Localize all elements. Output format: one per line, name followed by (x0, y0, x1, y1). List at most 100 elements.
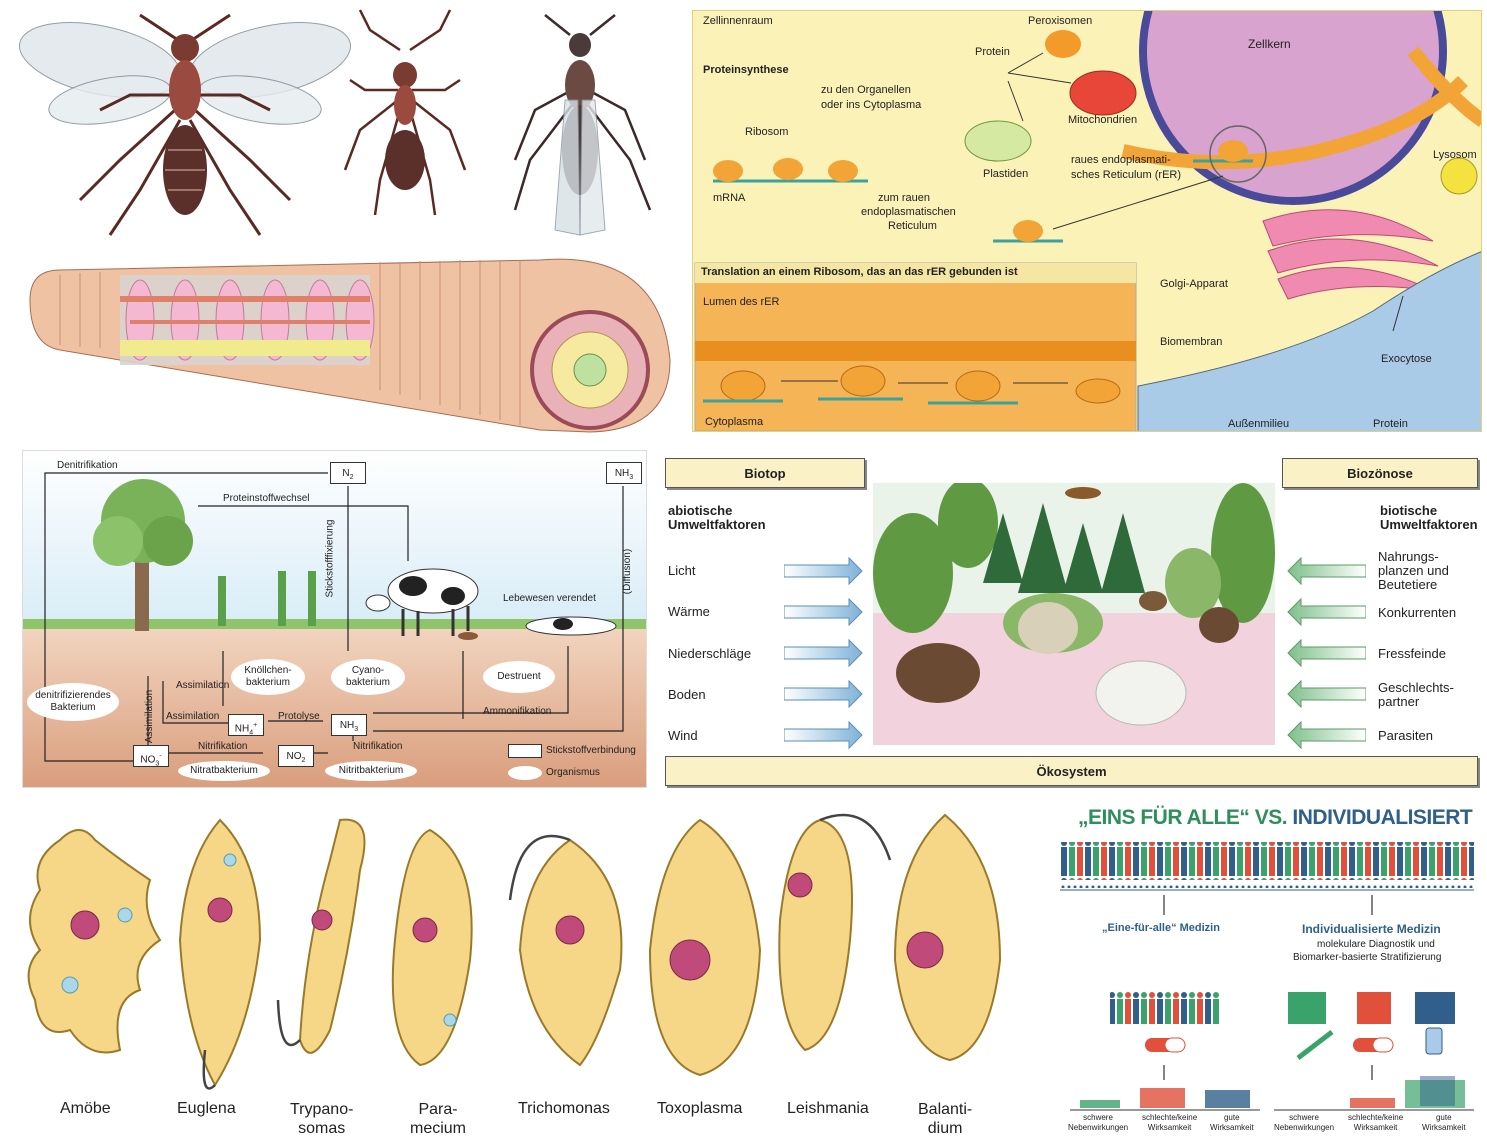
nitrification-label-2: Nitrifikation (353, 741, 403, 752)
food-plants-label-2: planzen und (1378, 563, 1449, 578)
abiotic-arrows (784, 556, 863, 750)
legend-organism-label: Organismus (546, 767, 600, 778)
medicine-illustration (1060, 842, 1474, 1111)
biotic-label-2: Umweltfaktoren (1380, 517, 1478, 532)
cyanobacterium-ellipse: Cyano-bakterium (331, 659, 405, 695)
diffusion-label: (Diffusion) (622, 548, 634, 595)
plastids-label: Plastiden (983, 168, 1029, 180)
assimilation-label-2: Assimilation (166, 711, 220, 722)
cytoplasm-label: Cytoplasma (705, 416, 764, 428)
worker-ant (343, 9, 467, 216)
legend-organism-swatch (508, 766, 542, 780)
left-distribution (1080, 1088, 1250, 1108)
n2-box: N2 (330, 462, 366, 484)
no3-box: NO3- (133, 745, 169, 767)
abiotic-label-2: Umweltfaktoren (668, 517, 766, 532)
protozoa-illustrations (27, 813, 1002, 1090)
population-crowd (1060, 842, 1474, 880)
one-for-all-heading: „Eine-für-alle“ Medizin (1102, 922, 1220, 934)
protein-metabolism-label: Proteinstoffwechsel (223, 493, 310, 504)
nitrogen-fixation-label: Stickstofffixierung (324, 519, 336, 598)
precipitation-label: Niederschläge (668, 646, 752, 661)
competitors-label: Konkurrenten (1378, 605, 1457, 620)
nitrogen-cycle-illustration (23, 451, 646, 787)
protozoan-toxoplasma-name: Toxoplasma (657, 1100, 743, 1117)
assimilation-vertical-label: Assimilation (144, 689, 156, 744)
medicine-title: „EINS FÜR ALLE“ VS. INDIVIDUALISIERT (1078, 806, 1473, 829)
nh3-box: NH3 (331, 714, 367, 736)
protein-top-label: Protein (975, 46, 1010, 58)
mating-partner-label-2: partner (1378, 694, 1420, 709)
biotic-arrows (1287, 556, 1366, 750)
golgi-label: Golgi-Apparat (1160, 278, 1228, 290)
protozoan-paramecium-name: Para-mecium (410, 1101, 467, 1137)
nitrification-label-1: Nitrifikation (198, 741, 248, 752)
organelles-label-1: zu den Organellen (821, 84, 911, 96)
external-milieu-label: Außenmilieu (1228, 418, 1290, 430)
heat-label: Wärme (668, 604, 710, 619)
protozoan-trichomonas-name: Trichomonas (518, 1100, 610, 1117)
denitrification-label: Denitrifikation (57, 460, 118, 471)
individualized-sub-2: Biomarker-basierte Stratifizierung (1293, 952, 1442, 963)
wind-label: Wind (668, 728, 698, 743)
lysosome-label: Lysosom (1433, 149, 1477, 161)
right-distribution (1350, 1076, 1465, 1108)
protein-synthesis-label: Proteinsynthese (703, 64, 789, 76)
ecosystem-scene (873, 483, 1275, 745)
mitochondria-label: Mitochondrien (1068, 114, 1138, 126)
winged-queen-ant (18, 13, 352, 236)
no2-box: NO2 (278, 745, 314, 767)
insect-worm-panel (0, 0, 680, 440)
predators-label: Fressfeinde (1378, 646, 1446, 661)
rer-label-1: raues endoplasmati- (1071, 154, 1171, 166)
nodule-bacterium-ellipse: Knöllchen-bakterium (231, 659, 305, 695)
peroxisome-label: Peroxisomen (1028, 15, 1093, 27)
nucleus-label: Zellkern (1248, 37, 1291, 51)
organism-dies-label: Lebewesen verendet (503, 593, 596, 604)
ammonification-label: Ammonifikation (483, 706, 552, 717)
ribosome-label: Ribosom (745, 126, 789, 138)
individualized-sub-1: molekulare Diagnostik und (1317, 939, 1435, 950)
medicine-panel: „EINS FÜR ALLE“ VS. INDIVIDUALISIERT (1060, 800, 1480, 1140)
protozoan-balantidium-name: Balanti-dium (918, 1101, 973, 1137)
nitrogen-cycle-panel: Denitrifikation N2 NH3 Proteinstoffwechs… (22, 450, 647, 788)
nh4-box: NH4+ (228, 714, 264, 736)
biocoenosis-header: Biozönose (1282, 458, 1478, 488)
protein-bottom-label: Protein (1373, 418, 1408, 430)
protozoan-amoeba-name: Amöbe (60, 1100, 111, 1117)
translation-title: Translation an einem Ribosom, das an das… (701, 266, 1018, 278)
abiotic-label-1: abiotische (668, 503, 733, 518)
nitrate-bacterium-ellipse: Nitratbakterium (178, 761, 270, 781)
ant-illustrations (18, 9, 671, 433)
nitrite-bacterium-ellipse: Nitritbakterium (325, 761, 417, 781)
organelles-label-2: oder ins Cytoplasma (821, 99, 922, 111)
to-rer-label-1: zum rauen (878, 192, 930, 204)
to-rer-label-2: endoplasmatischen (861, 206, 956, 218)
individualized-heading: Individualisierte Medizin (1302, 922, 1441, 936)
food-plants-label-3: Beutetiere (1378, 577, 1438, 592)
biotic-label-1: biotische (1380, 503, 1438, 518)
protozoan-euglena-name: Euglena (177, 1100, 236, 1117)
protozoan-trypanosoma-name: Trypano-somas (290, 1101, 354, 1137)
rer-label-2: sches Reticulum (rER) (1071, 169, 1182, 181)
er-lumen-label: Lumen des rER (703, 296, 780, 308)
assimilation-label-1: Assimilation (176, 680, 230, 691)
protein-synthesis-panel: Zellinnenraum Proteinsynthese Peroxisome… (692, 10, 1482, 432)
legend-compound-label: Stickstoffverbindung (546, 745, 636, 756)
food-plants-label-1: Nahrungs- (1378, 549, 1439, 564)
ecosystem-footer: Ökosystem (665, 756, 1478, 786)
legend-compound-swatch (508, 744, 542, 758)
nh3-top-box: NH3 (606, 462, 642, 484)
mating-partner-label-1: Geschlechts- (1378, 680, 1454, 695)
protolysis-label: Protolyse (278, 711, 320, 722)
ecosystem-panel: Biotop Biozönose abiotische Umweltfaktor… (660, 455, 1487, 790)
to-rer-label-3: Reticulum (888, 220, 937, 232)
earthworm-cutaway (29, 258, 671, 433)
cell-interior-label: Zellinnenraum (703, 15, 773, 27)
biotope-header: Biotop (665, 458, 865, 488)
